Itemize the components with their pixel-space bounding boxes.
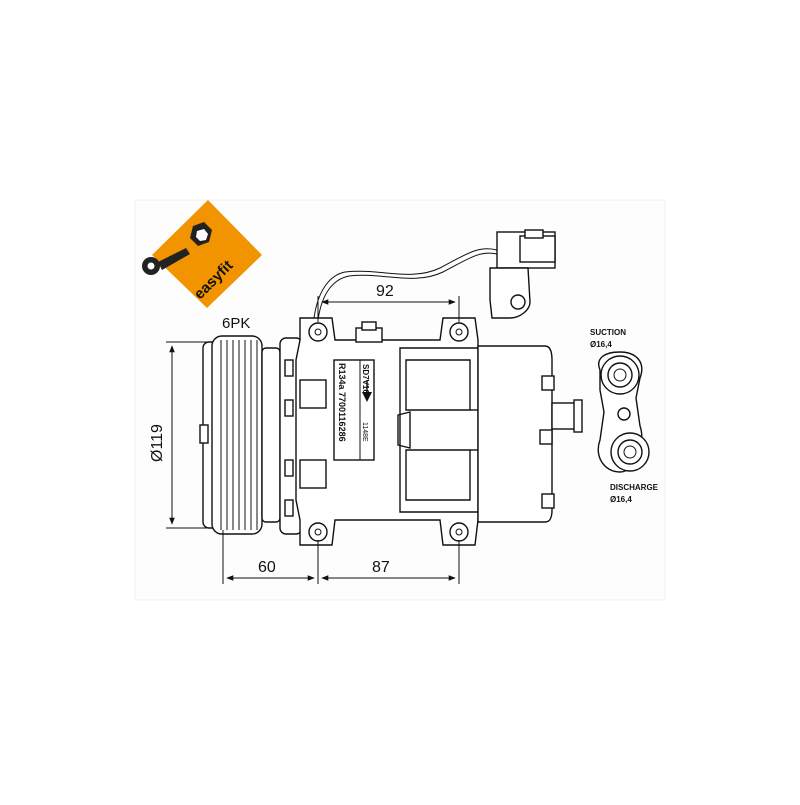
suction-size: Ø16,4 [590,340,612,349]
dim-top-width-label: 92 [376,283,394,300]
compressor-body: SD7V16 R134a 7700116286 1148E [279,317,583,546]
suction-port [600,355,640,395]
suction-label: SUCTION [590,328,626,337]
logo-diamond [152,200,262,308]
dim-bottom-left-label: 60 [258,559,276,576]
plate-model: SD7V16 [361,364,370,394]
dim-bottom-right-label: 87 [372,559,390,576]
easyfit-logo: easyfit [142,200,262,308]
discharge-label: DISCHARGE [610,483,659,492]
dim-diameter-label: Ø119 [149,424,166,462]
pulley [199,335,281,535]
plate-refrigerant: R134a 7700116286 [337,363,347,442]
plate-code: 1148E [361,422,368,442]
wrench-icon [142,222,212,275]
ports-detail: SUCTION Ø16,4 DISCHARGE Ø16,4 [590,328,659,504]
pulley-grooves [220,340,258,530]
dimension-lines: 6PK Ø119 92 60 87 [149,283,460,584]
discharge-size: Ø16,4 [610,495,632,504]
discharge-port [610,432,650,472]
wire-connector [313,229,556,321]
dim-belt-label: 6PK [222,315,250,332]
